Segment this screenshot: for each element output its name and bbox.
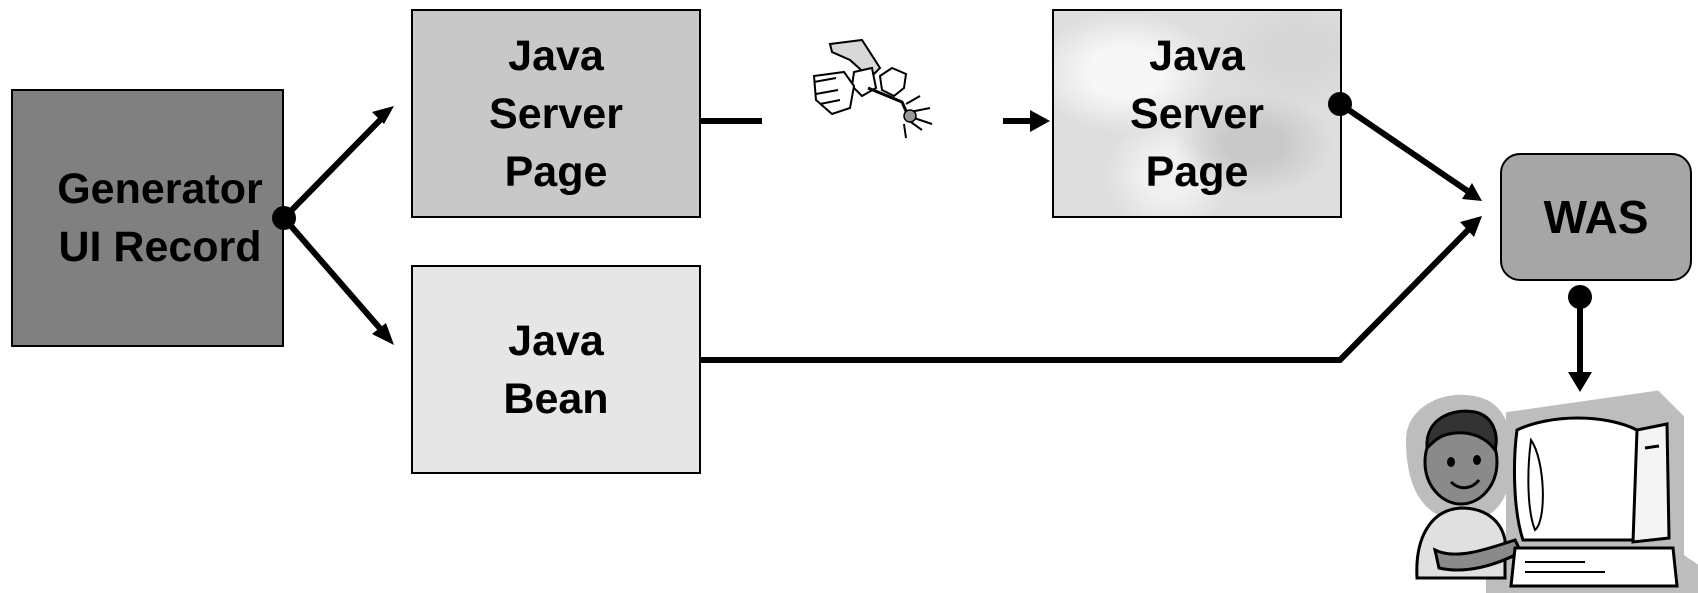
jsp-compiled-box: Java Server Page [1052,9,1342,218]
arrow-bean-to-was [701,216,1482,363]
jsp-compiled-label-line3: Page [1145,147,1249,196]
user-at-computer-icon [1405,390,1698,593]
arrow-was-to-user [1568,297,1592,392]
jsp-source-label-line2: Server [489,89,623,138]
generator-label-line1: Generator [57,165,263,213]
was-box: WAS [1500,153,1692,281]
was-connector-dot [1568,285,1592,309]
java-bean-label-line1: Java [508,316,604,365]
was-label: WAS [1543,191,1649,243]
generator-connector-dot [272,206,296,230]
generator-ui-record-box: Generator UI Record [11,89,284,347]
arrow-compiled-jsp-to-was [1338,101,1482,201]
arrow-generator-to-jsp [281,106,394,221]
java-bean-box: Java Bean [411,265,701,474]
arrow-into-compiled-jsp [1003,110,1050,132]
java-bean-label-line2: Bean [503,374,609,423]
jsp-source-label-line3: Page [504,147,608,196]
arrow-generator-to-bean [281,216,394,345]
generator-label-line2: UI Record [58,223,262,271]
compiled-jsp-connector-dot [1328,92,1352,116]
hammer-and-chisel-icon [812,38,933,139]
jsp-source-label-line1: Java [508,31,604,80]
jsp-source-box: Java Server Page [411,9,701,218]
jsp-compiled-label-line2: Server [1130,89,1264,138]
jsp-compiled-label-line1: Java [1149,31,1245,80]
